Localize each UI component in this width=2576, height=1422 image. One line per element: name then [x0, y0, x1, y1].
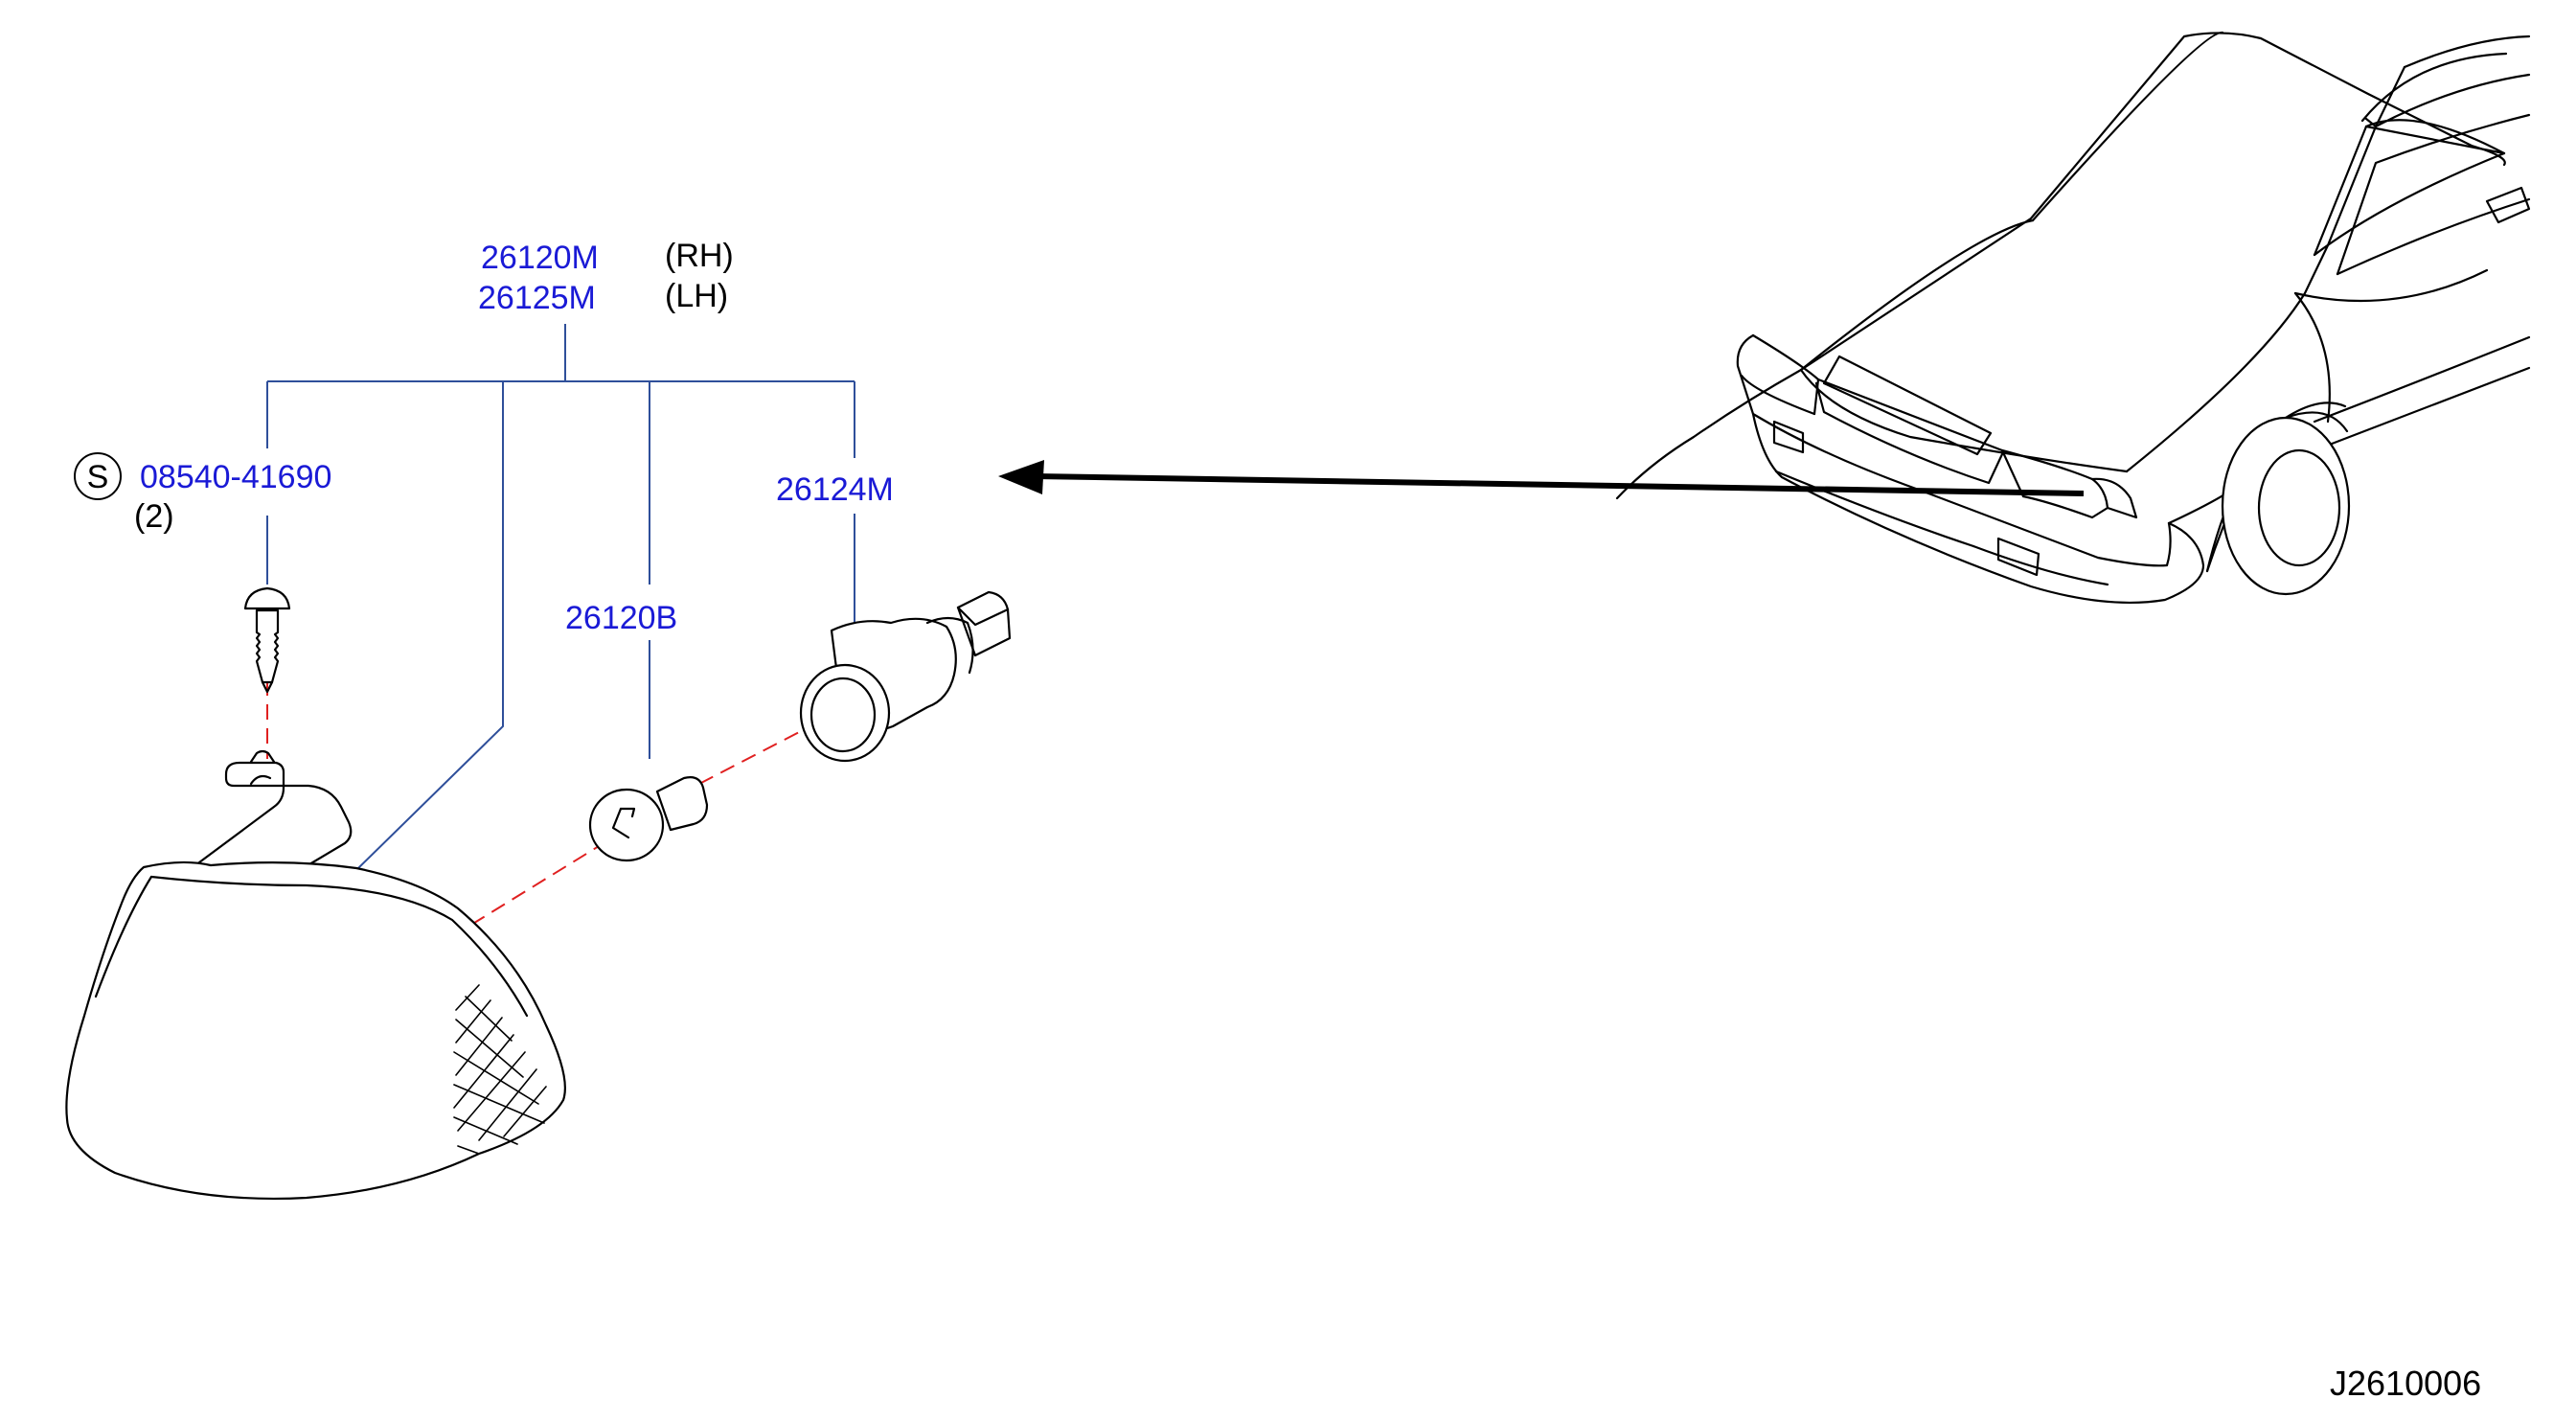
screw-quantity: (2) [134, 498, 174, 535]
part-number-assembly-lh: 26125M [478, 280, 596, 316]
lamp-bulb-centerline [470, 842, 604, 926]
labels: 26120M (RH) 26125M (LH) S 08540-41690 (2… [74, 238, 2481, 1403]
socket-drawing [799, 590, 1012, 763]
standard-part-symbol-letter: S [87, 459, 109, 495]
side-label-rh: (RH) [665, 238, 734, 274]
standard-part-symbol: S [74, 452, 122, 500]
part-number-assembly-rh: 26120M [481, 240, 599, 276]
lens-grid-pattern [453, 984, 547, 1155]
part-number-bulb: 26120B [565, 600, 677, 636]
screw-drawing [243, 586, 291, 694]
part-number-socket: 26124M [776, 471, 894, 508]
part-number-screw: 08540-41690 [140, 459, 331, 495]
lamp-housing-drawing [65, 749, 566, 1201]
vehicle-drawing [1615, 31, 2531, 604]
leader-lines [266, 324, 855, 869]
bulb-drawing [588, 776, 709, 862]
leader-lamp-housing [357, 381, 504, 869]
diagram-code: J2610006 [2330, 1364, 2481, 1403]
location-arrow [998, 460, 2085, 496]
side-label-lh: (LH) [665, 278, 728, 314]
